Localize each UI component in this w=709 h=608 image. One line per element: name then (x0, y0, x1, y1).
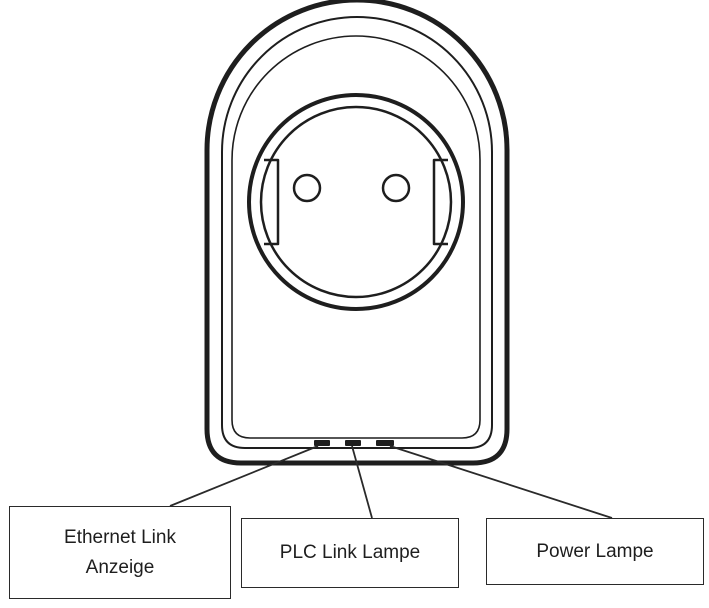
adapter-housing-outer (204, 0, 510, 466)
power-lamp (376, 440, 394, 446)
ethernet-link-label-line2: Anzeige (85, 556, 155, 578)
adapter-front-panel (231, 35, 481, 439)
plc-link-label: PLC Link Lampe (279, 542, 421, 563)
socket-clip-left (264, 158, 280, 246)
socket-clip-right (432, 158, 448, 246)
leader-line-ethernet (169, 445, 319, 507)
power-lamp-label-box: Power Lampe (486, 518, 704, 585)
leader-line-power (389, 445, 613, 519)
socket-outer-ring (247, 93, 465, 311)
ethernet-link-label-line1: Ethernet Link (64, 526, 176, 548)
adapter-housing-inner-rim (221, 16, 493, 449)
socket-inner-ring (259, 105, 453, 299)
ethernet-link-label-box: Ethernet Link Anzeige (9, 506, 231, 599)
socket-pin-hole-right (381, 173, 411, 203)
plc-link-lamp (345, 440, 361, 446)
ethernet-link-lamp (314, 440, 330, 446)
socket-pin-hole-left (292, 173, 322, 203)
power-lamp-label: Power Lampe (536, 540, 654, 562)
plc-link-label-box: PLC Link Lampe (241, 518, 459, 588)
leader-line-plc (351, 445, 373, 519)
